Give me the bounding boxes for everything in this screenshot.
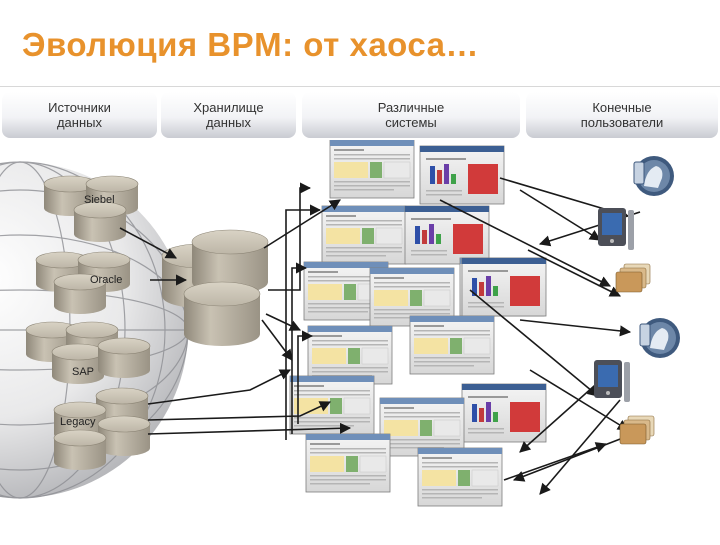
source-label-siebel: Siebel	[84, 194, 115, 206]
source-label-sap: SAP	[72, 366, 95, 378]
report-screenshot-icon	[409, 315, 495, 375]
column-headers: Источники данных Хранилище данных Различ…	[0, 92, 720, 140]
column-header-sources: Источники данных	[2, 92, 157, 138]
column-header-warehouse: Хранилище данных	[161, 92, 296, 138]
report-screenshot-icon	[404, 205, 490, 265]
column-header-systems: Различные системы	[302, 92, 520, 138]
diagram-stage: Siebel Oracle SAP Legacy	[0, 139, 720, 540]
pda-device-icon	[598, 208, 634, 250]
source-label-legacy: Legacy	[60, 416, 96, 428]
user-headset-icon	[633, 156, 674, 196]
report-screenshot-icon	[419, 145, 505, 205]
report-screenshot-icon	[289, 375, 375, 435]
column-header-sources-label: Источники данных	[48, 100, 111, 130]
slide-title: Эволюция BPM: от хаоса…	[22, 26, 479, 63]
document-stack-icon	[615, 263, 651, 293]
title-divider	[0, 86, 720, 87]
report-screenshot-icon	[461, 257, 547, 317]
column-header-users-label: Конечные пользователи	[580, 100, 664, 130]
report-screenshot-icon	[329, 139, 415, 199]
column-header-systems-label: Различные системы	[377, 100, 445, 130]
column-header-warehouse-label: Хранилище данных	[193, 100, 264, 130]
report-screenshot-icon	[461, 383, 547, 443]
diagram-canvas	[0, 139, 680, 507]
report-screenshot-icon	[417, 447, 503, 507]
end-users	[594, 156, 680, 445]
source-label-oracle: Oracle	[90, 274, 123, 286]
user-headset-icon	[639, 318, 680, 358]
pda-device-icon	[594, 360, 630, 402]
connection-arrows	[119, 177, 641, 495]
document-stack-icon	[619, 415, 655, 445]
report-screenshot-icon	[307, 325, 393, 385]
report-screenshot-icon	[321, 205, 407, 265]
column-header-users: Конечные пользователи	[526, 92, 718, 138]
system-reports	[289, 139, 547, 507]
report-screenshot-icon	[379, 397, 465, 457]
report-screenshot-icon	[305, 433, 391, 493]
